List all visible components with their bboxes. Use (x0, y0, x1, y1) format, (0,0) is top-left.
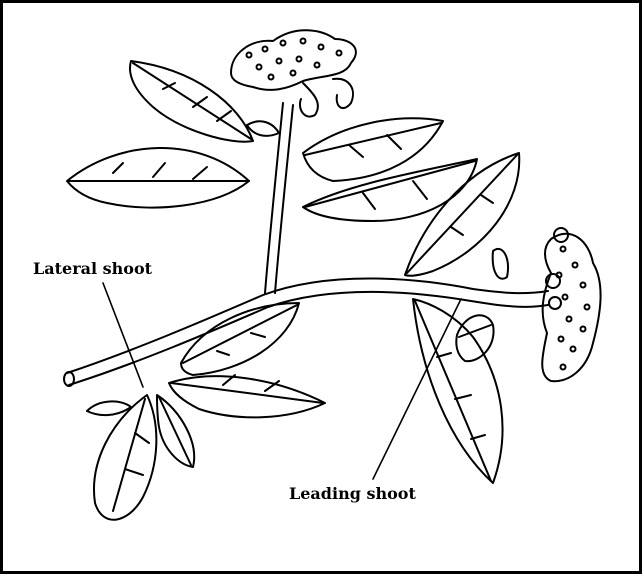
lateral-shoot-label: Lateral shoot (33, 259, 152, 278)
leaf-left (67, 148, 249, 208)
leading-shoot-label: Leading shoot (289, 484, 416, 503)
leaf-bottom-small (87, 395, 194, 467)
leaf-lower-center (181, 303, 299, 375)
top-flower-cluster (231, 30, 356, 90)
leaf-small-bud (247, 121, 508, 278)
leaf-upper-left (130, 61, 253, 142)
leaf-bottom-left (94, 395, 156, 520)
leaf-lower-right (169, 375, 325, 417)
upright-stem (265, 103, 283, 293)
